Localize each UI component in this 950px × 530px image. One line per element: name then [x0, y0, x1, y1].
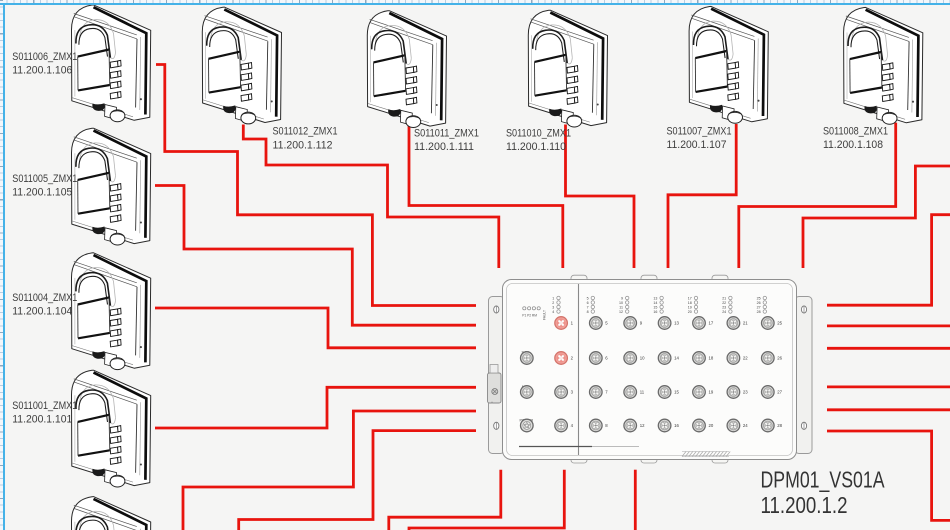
svg-text:FAULT: FAULT: [542, 310, 546, 320]
svg-text:2: 2: [571, 356, 574, 361]
svg-text:11.200.1.105: 11.200.1.105: [12, 187, 72, 199]
svg-text:20: 20: [709, 423, 714, 428]
svg-text:18: 18: [688, 301, 692, 305]
svg-text:17: 17: [688, 296, 692, 300]
svg-text:RM: RM: [532, 314, 537, 318]
svg-text:15: 15: [653, 305, 657, 309]
svg-text:5: 5: [587, 296, 589, 300]
svg-text:11.200.1.107: 11.200.1.107: [667, 139, 727, 151]
svg-text:10: 10: [640, 356, 645, 361]
svg-text:16: 16: [674, 423, 679, 428]
svg-text:5: 5: [605, 321, 608, 326]
svg-text:7: 7: [587, 305, 589, 309]
svg-text:S011004_ZMX1: S011004_ZMX1: [12, 292, 77, 304]
svg-text:DPM01_VS01A: DPM01_VS01A: [761, 466, 886, 492]
svg-text:22: 22: [722, 301, 726, 305]
svg-text:9: 9: [640, 321, 643, 326]
svg-text:25: 25: [777, 321, 782, 326]
svg-text:24: 24: [743, 423, 748, 428]
svg-text:12: 12: [619, 310, 623, 314]
svg-text:25: 25: [757, 296, 761, 300]
svg-text:17: 17: [709, 321, 714, 326]
svg-text:S011008_ZMX1: S011008_ZMX1: [823, 126, 888, 138]
svg-text:26: 26: [757, 301, 761, 305]
svg-text:11.200.1.108: 11.200.1.108: [823, 139, 883, 151]
svg-text:1: 1: [571, 321, 574, 326]
svg-text:P1: P1: [522, 314, 526, 318]
svg-text:21: 21: [722, 296, 726, 300]
svg-text:20: 20: [688, 310, 692, 314]
svg-text:16: 16: [653, 310, 657, 314]
svg-text:28: 28: [777, 423, 782, 428]
svg-text:13: 13: [653, 296, 657, 300]
svg-text:11.200.1.111: 11.200.1.111: [414, 141, 474, 153]
svg-text:11.200.1.2: 11.200.1.2: [761, 492, 848, 518]
svg-text:11.200.1.106: 11.200.1.106: [12, 64, 72, 76]
svg-text:22: 22: [743, 356, 748, 361]
svg-text:11.200.1.112: 11.200.1.112: [273, 139, 333, 151]
svg-text:11.200.1.110: 11.200.1.110: [506, 141, 566, 153]
svg-text:4: 4: [571, 423, 574, 428]
svg-text:11.200.1.101: 11.200.1.101: [12, 414, 72, 426]
svg-text:19: 19: [709, 390, 714, 395]
svg-text:7: 7: [605, 390, 608, 395]
svg-text:S011012_ZMX1: S011012_ZMX1: [273, 126, 338, 138]
svg-text:21: 21: [743, 321, 748, 326]
svg-text:2: 2: [552, 301, 554, 305]
svg-text:S011011_ZMX1: S011011_ZMX1: [414, 128, 479, 140]
svg-text:6: 6: [605, 356, 608, 361]
svg-text:S011001_ZMX1: S011001_ZMX1: [12, 400, 77, 412]
svg-text:4: 4: [552, 310, 554, 314]
svg-text:3: 3: [552, 305, 554, 309]
svg-text:18: 18: [709, 356, 714, 361]
svg-text:13: 13: [674, 321, 679, 326]
svg-text:11: 11: [619, 305, 623, 309]
svg-text:3: 3: [571, 390, 574, 395]
svg-text:15: 15: [674, 390, 679, 395]
svg-text:14: 14: [674, 356, 679, 361]
svg-text:S011010_ZMX1: S011010_ZMX1: [506, 128, 571, 140]
svg-text:27: 27: [777, 390, 782, 395]
svg-text:12: 12: [640, 423, 645, 428]
svg-text:8: 8: [605, 423, 608, 428]
svg-text:27: 27: [757, 305, 761, 309]
svg-text:6: 6: [587, 301, 589, 305]
svg-text:23: 23: [722, 305, 726, 309]
svg-text:26: 26: [777, 356, 782, 361]
svg-text:S011006_ZMX1: S011006_ZMX1: [12, 51, 77, 63]
svg-text:28: 28: [757, 310, 761, 314]
svg-text:S011007_ZMX1: S011007_ZMX1: [667, 126, 732, 138]
svg-text:23: 23: [743, 390, 748, 395]
svg-text:19: 19: [688, 305, 692, 309]
svg-text:11: 11: [640, 390, 645, 395]
svg-text:S011005_ZMX1: S011005_ZMX1: [12, 173, 77, 185]
svg-text:8: 8: [587, 310, 589, 314]
svg-text:11.200.1.104: 11.200.1.104: [12, 306, 72, 318]
svg-text:1: 1: [552, 296, 554, 300]
svg-text:24: 24: [722, 310, 726, 314]
svg-text:10: 10: [619, 301, 623, 305]
svg-text:9: 9: [621, 296, 623, 300]
svg-text:14: 14: [653, 301, 657, 305]
svg-text:P2: P2: [527, 314, 531, 318]
